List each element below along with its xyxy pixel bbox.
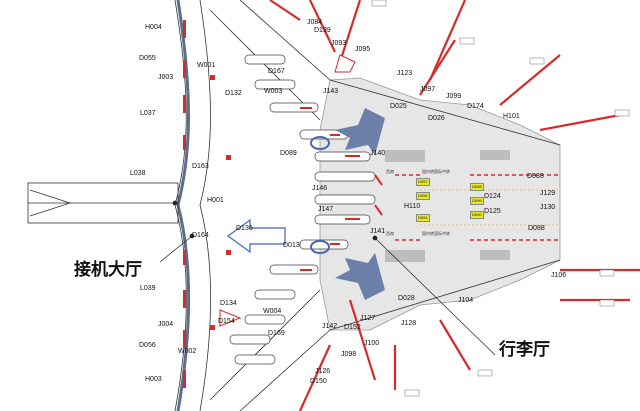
gate-label: J126: [315, 368, 331, 375]
gate-label: L037: [140, 110, 156, 117]
gate-label: J093: [331, 40, 347, 47]
island-red-segments: [300, 107, 383, 271]
gate-label: J097: [420, 86, 436, 93]
gate-label: W004: [263, 308, 282, 315]
gate-label: D136: [236, 225, 253, 232]
zone-label: 国内转国际中转: [422, 231, 450, 236]
gate-label: D125: [484, 208, 501, 215]
jet-bridges: [269, 0, 640, 411]
gate-label: L039: [140, 285, 156, 292]
stand-markers: [183, 20, 231, 388]
leader-lines: [159, 200, 496, 356]
connector-corridor: [27, 182, 179, 224]
counter-tag: D090: [470, 211, 484, 219]
gate-label: H101: [503, 113, 520, 120]
gate-label: D152: [344, 324, 361, 331]
gate-label: D150: [310, 378, 327, 385]
gate-label: D167: [268, 68, 285, 75]
gate-label: D056: [139, 342, 156, 349]
gate-label: J098: [341, 351, 357, 358]
gate-label: D013: [283, 242, 300, 249]
gate-label: J004: [158, 321, 174, 328]
gate-label: H110: [404, 203, 421, 210]
gate-label: J147: [318, 206, 334, 213]
zone-label: 国内转国际中转: [422, 169, 450, 174]
red-dash-lines: [395, 174, 560, 241]
gate-label: J104: [458, 297, 474, 304]
gate-label: J140: [370, 150, 386, 157]
gate-label: J127: [360, 315, 376, 322]
flow-arrow-lower: [335, 253, 385, 300]
gate-label: H003: [145, 376, 162, 383]
gate-label: D164: [192, 232, 209, 239]
gate-label: D089: [280, 150, 297, 157]
concourse-area: [319, 77, 561, 331]
flow-arrow-upper: [335, 108, 385, 155]
flow-arrow-top-outline: [334, 54, 356, 73]
sign-boxes: [371, 0, 630, 397]
gate-label: J141: [370, 228, 386, 235]
gate-label: J099: [446, 93, 462, 100]
gate-label: D139: [314, 27, 331, 34]
zone-label: 西南: [386, 169, 394, 174]
gate-label: H004: [145, 24, 162, 31]
gate-label: D174: [467, 103, 484, 110]
gate-label: D124: [484, 193, 501, 200]
gate-label: D134: [220, 300, 237, 307]
gate-label: J100: [364, 340, 380, 347]
guide-lines: [420, 189, 560, 226]
gate-label: J146: [312, 185, 328, 192]
gate-label: J106: [551, 272, 567, 279]
gate-label: D163: [192, 163, 209, 170]
arrival-hall-label: 接机大厅: [74, 260, 142, 280]
gate-label: J142: [322, 323, 338, 330]
gate-label: D132: [225, 90, 242, 97]
gate-label: J129: [540, 190, 556, 197]
gate-label: J130: [540, 204, 556, 211]
gate-label: J003: [158, 74, 174, 81]
gate-label: D154: [218, 318, 235, 325]
baggage-carousels: [310, 136, 330, 254]
gate-label: D088: [528, 225, 545, 232]
counter-tag: D099: [470, 197, 484, 205]
gate-label: D028: [398, 295, 415, 302]
gate-label: D055: [139, 55, 156, 62]
counter-tag: D097: [416, 178, 430, 186]
gate-label: D025: [390, 103, 407, 110]
flow-arrow-left: [226, 218, 286, 254]
gate-label: D083: [527, 173, 544, 180]
counter-tag: D096: [416, 192, 430, 200]
gate-label: W001: [197, 62, 216, 69]
zone-label: 西南: [386, 231, 394, 236]
gate-label: J084: [307, 19, 323, 26]
counter-tag: D098: [470, 183, 484, 191]
gate-label: J128: [401, 320, 417, 327]
gate-label: W002: [178, 348, 197, 355]
seating-area: [385, 150, 510, 262]
gate-label: L038: [130, 170, 146, 177]
counter-tag: D091: [416, 214, 430, 222]
flow-arrow-bottom-outline: [219, 309, 242, 327]
gate-label: D026: [428, 115, 445, 122]
gate-label: J143: [323, 88, 339, 95]
gate-label: J123: [397, 70, 413, 77]
gate-label: D169: [268, 330, 285, 337]
terminal-outline: [174, 0, 561, 411]
baggage-hall-label: 行李厅: [499, 340, 550, 360]
gate-label: J095: [355, 46, 371, 53]
gate-label: W003: [264, 88, 283, 95]
gate-label: H001: [207, 197, 224, 204]
